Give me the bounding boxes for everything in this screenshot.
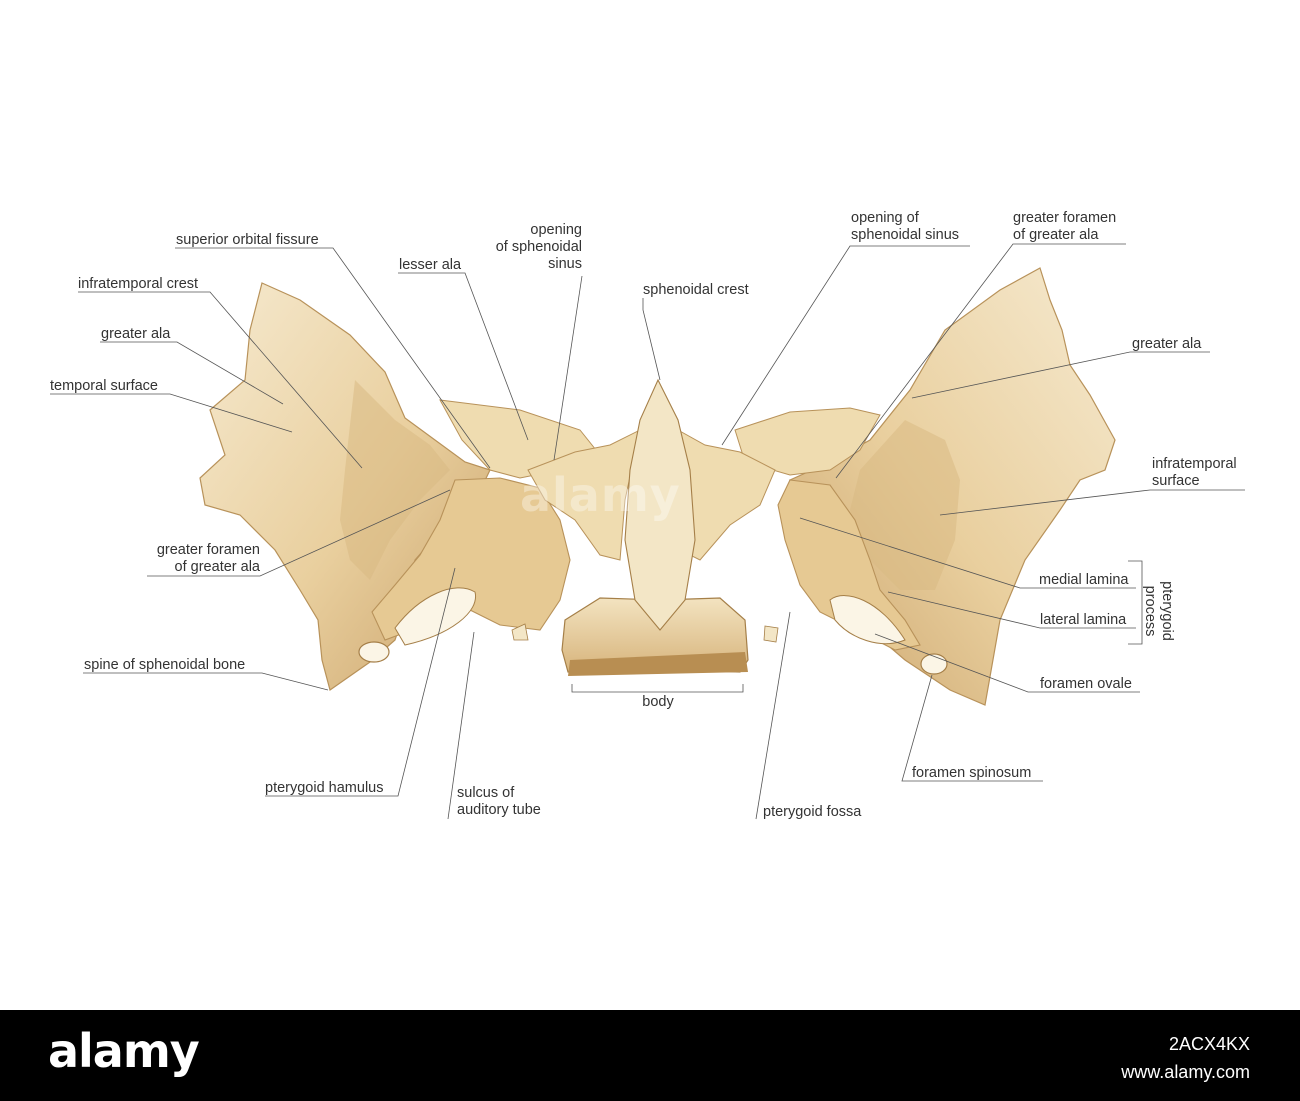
left-small-process	[511, 623, 529, 641]
label-greater-foramen-right: greater foramen of greater ala	[1013, 210, 1117, 243]
leader-medial-lamina	[799, 517, 1136, 589]
label-superior-orbital-fissure: superior orbital fissure	[176, 232, 319, 248]
label-greater-ala-left: greater ala	[101, 326, 171, 342]
label-sphenoidal-crest: sphenoidal crest	[643, 282, 749, 298]
label-infratemporal-surface: infratemporal surface	[1152, 456, 1237, 489]
leader-spine-sphenoidal	[83, 672, 329, 691]
label-lesser-ala: lesser ala	[399, 257, 462, 273]
leader-greater-foramen-left	[147, 489, 451, 577]
footer-image-id: 2ACX4KX	[1168, 1034, 1250, 1054]
footer-url: www.alamy.com	[1121, 1062, 1250, 1082]
sphenoid-body-rim	[568, 652, 748, 676]
leader-infratemporal-surface	[939, 489, 1245, 516]
right-small-process	[763, 625, 779, 643]
sphenoidal-crest-shape	[624, 378, 696, 631]
label-spine-of-sphenoidal-bone: spine of sphenoidal bone	[84, 657, 246, 673]
label-pterygoid-process: pterygoid process	[1142, 581, 1175, 641]
watermark-text: alamy	[520, 468, 681, 522]
label-infratemporal-crest: infratemporal crest	[78, 276, 199, 292]
left-wing-shadow	[340, 380, 450, 580]
label-pterygoid-fossa: pterygoid fossa	[763, 804, 862, 820]
left-foramen-spinosum-shape	[358, 641, 390, 663]
leader-greater-ala-right	[911, 351, 1210, 399]
leader-opening-sinus-right	[721, 245, 970, 446]
right-wing-shadow	[850, 420, 960, 590]
leader-opening-sinus-left	[553, 275, 583, 461]
right-foramen-spinosum-shape	[920, 653, 948, 675]
right-foramen-ovale-shape	[829, 595, 906, 644]
leader-superior-orbital-fissure	[175, 247, 491, 469]
label-pterygoid-hamulus: pterygoid hamulus	[265, 780, 384, 796]
leader-greater-ala-left	[100, 341, 284, 405]
leader-sphenoidal-crest	[642, 298, 661, 381]
label-foramen-spinosum: foramen spinosum	[912, 765, 1032, 781]
leader-infratemporal-crest	[78, 291, 363, 469]
label-opening-sphenoidal-sinus-left: opening of sphenoidal sinus	[495, 222, 582, 272]
label-body: body	[642, 694, 674, 710]
pterygoid-process-bracket	[1128, 560, 1143, 645]
leader-pterygoid-hamulus	[265, 567, 456, 797]
label-greater-ala-right: greater ala	[1132, 336, 1202, 352]
left-sinus-plate-shape	[527, 429, 641, 561]
leader-foramen-ovale	[874, 633, 1140, 693]
footer-logo: alamy	[48, 1024, 200, 1078]
label-opening-sphenoidal-sinus-right: opening of sphenoidal sinus	[851, 210, 960, 243]
label-lateral-lamina: lateral lamina	[1040, 612, 1127, 628]
sphenoid-bone-illustration	[50, 243, 1245, 820]
leader-greater-foramen-right	[835, 243, 1126, 479]
leader-sulcus-auditory	[447, 631, 475, 820]
leader-pterygoid-fossa	[755, 611, 791, 820]
label-foramen-ovale: foramen ovale	[1040, 676, 1132, 692]
leader-lesser-ala	[398, 272, 529, 441]
label-sulcus-of-auditory-tube: sulcus of auditory tube	[457, 785, 541, 818]
leader-foramen-spinosum	[901, 674, 1043, 782]
leader-temporal-surface	[50, 393, 293, 433]
left-foramen-ovale-shape	[394, 587, 477, 646]
label-temporal-surface: temporal surface	[50, 378, 158, 394]
footer-bar: alamy 2ACX4KX www.alamy.com	[0, 1010, 1300, 1101]
leader-lines	[50, 243, 1245, 820]
body-bracket	[571, 684, 744, 693]
label-greater-foramen-left: greater foramen of greater ala	[156, 542, 260, 575]
leader-lateral-lamina	[887, 591, 1136, 629]
label-medial-lamina: medial lamina	[1039, 572, 1129, 588]
